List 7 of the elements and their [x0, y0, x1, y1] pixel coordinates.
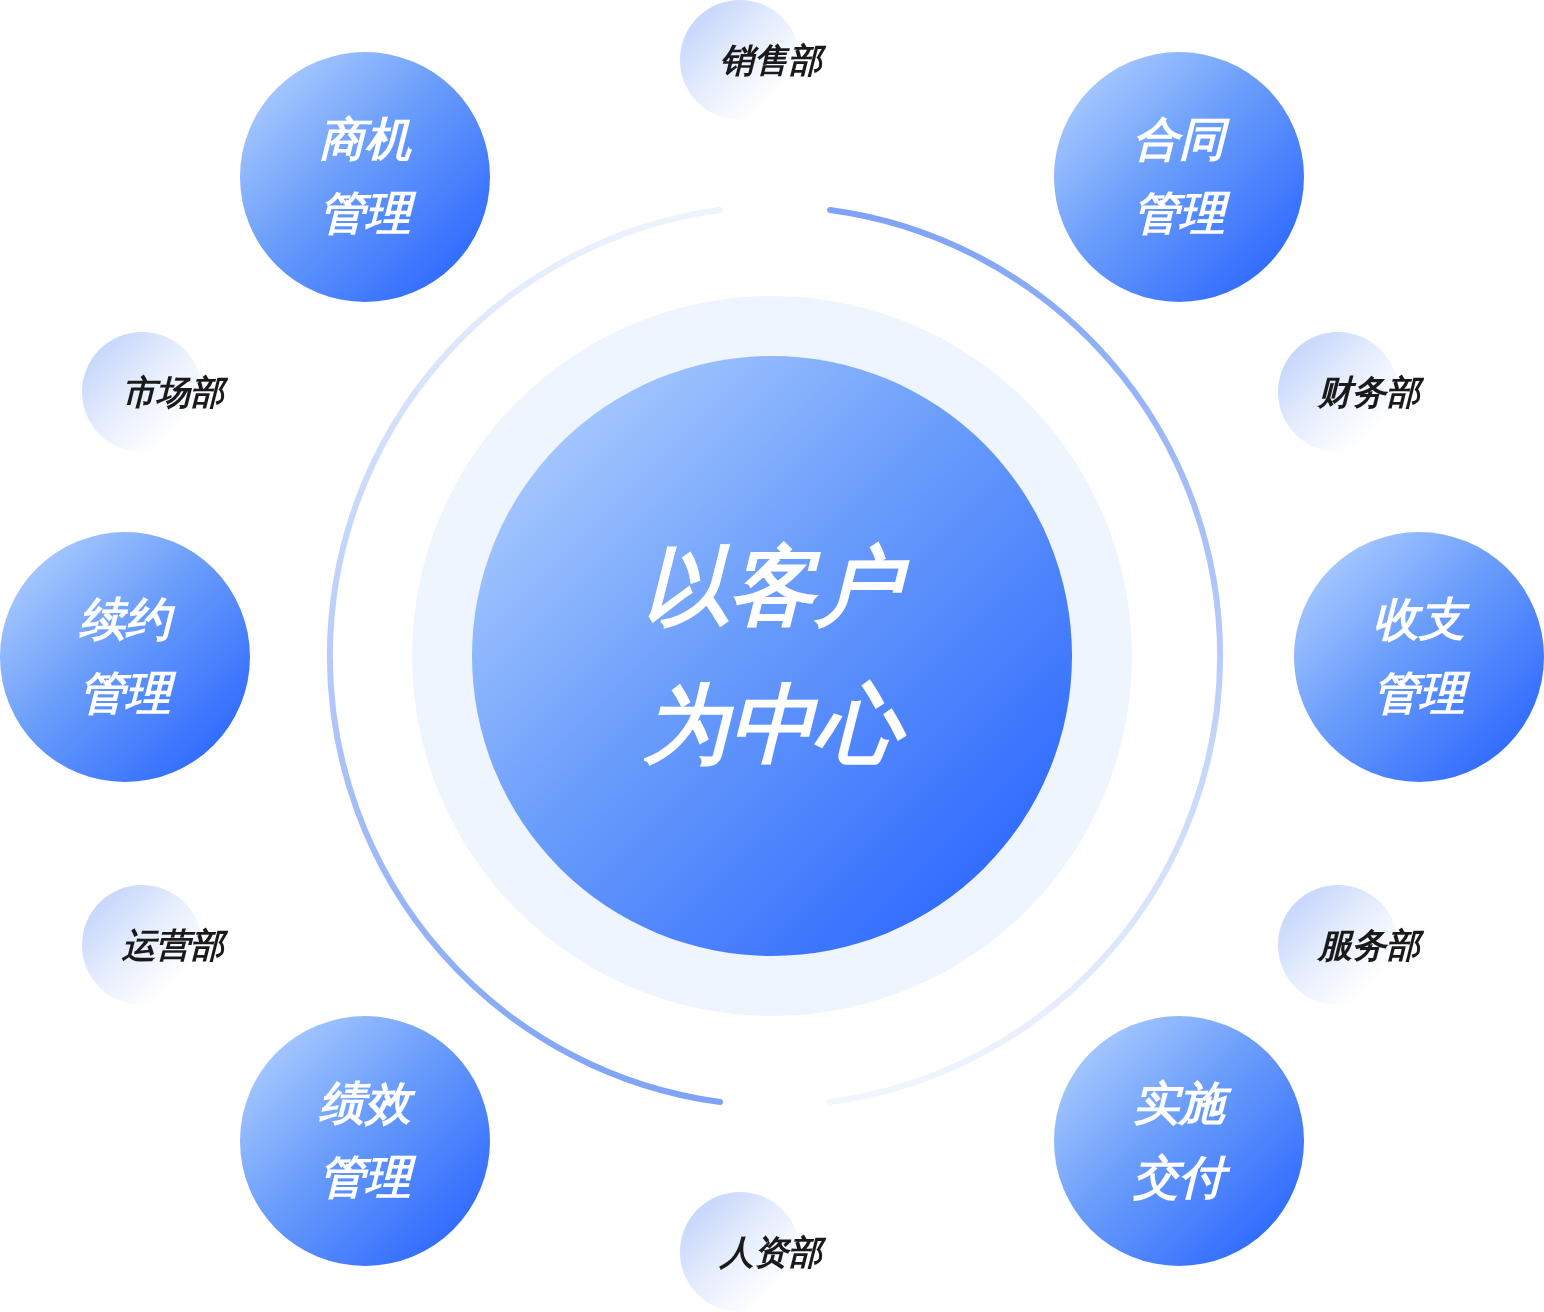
module-label: 续约管理 [69, 583, 181, 731]
module-label: 绩效管理 [309, 1067, 421, 1215]
module-label: 合同管理 [1123, 103, 1235, 251]
center-title: 以客户为中心 [617, 518, 927, 794]
module-label: 收支管理 [1363, 583, 1475, 731]
module-label: 商机管理 [309, 103, 421, 251]
module-label: 实施交付 [1123, 1067, 1235, 1215]
